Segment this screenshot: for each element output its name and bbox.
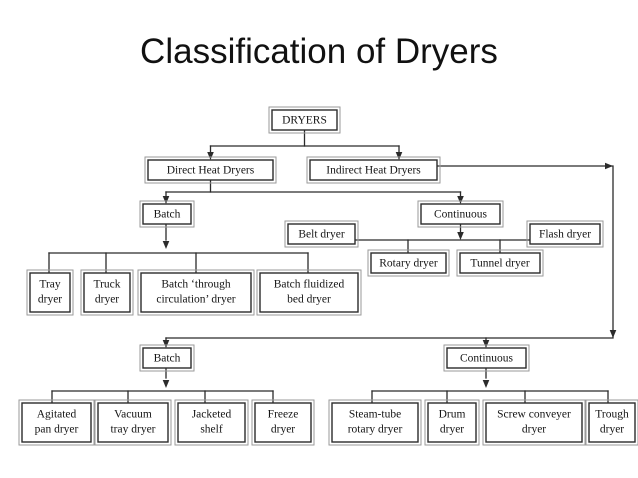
page-title: Classification of Dryers	[140, 32, 498, 71]
node-through-circulation-dryer-line1: Batch ‘through	[161, 279, 231, 291]
node-vacuum-tray-dryer[interactable]: Vacuum tray dryer	[94, 399, 172, 446]
node-indirect-continuous-label: Continuous	[460, 352, 514, 364]
node-drum-dryer-line1: Drum	[439, 409, 466, 421]
node-trough-dryer-line1: Trough	[595, 409, 629, 421]
node-jacketed-shelf-line1: Jacketed	[192, 409, 232, 421]
node-flash-dryer-label: Flash dryer	[539, 228, 591, 240]
node-indirect-batch-label: Batch	[154, 352, 181, 364]
arrowhead-direct-continuous	[457, 196, 464, 204]
node-tray-dryer[interactable]: Tray dryer	[26, 269, 74, 316]
node-fluidized-bed-dryer-line1: Batch fluidized	[274, 279, 345, 291]
arrowhead-indirect-route-corner	[605, 162, 613, 170]
node-direct-heat-dryers-label: Direct Heat Dryers	[167, 164, 255, 176]
node-tunnel-dryer-label: Tunnel dryer	[470, 257, 529, 269]
node-indirect-batch[interactable]: Batch	[139, 344, 195, 372]
node-trough-dryer-line2: dryer	[600, 424, 624, 436]
node-vacuum-tray-dryer-line1: Vacuum	[114, 409, 152, 421]
arrowhead-direct-batch	[162, 196, 170, 204]
node-through-circulation-dryer-line2: circulation’ dryer	[156, 294, 235, 306]
node-freeze-dryer-line2: dryer	[271, 424, 295, 436]
arrowhead-indirect-batch-children	[162, 380, 170, 388]
node-tunnel-dryer[interactable]: Tunnel dryer	[456, 249, 544, 277]
node-screw-conveyer-dryer-line2: dryer	[522, 424, 546, 436]
node-rotary-dryer[interactable]: Rotary dryer	[367, 249, 450, 277]
node-fluidized-bed-dryer[interactable]: Batch fluidized bed dryer	[256, 269, 362, 316]
node-freeze-dryer-line1: Freeze	[268, 409, 299, 421]
node-tray-dryer-line2: dryer	[38, 294, 62, 306]
node-screw-conveyer-dryer-line1: Screw conveyer	[497, 409, 571, 421]
node-trough-dryer[interactable]: Trough dryer	[585, 399, 638, 446]
node-jacketed-shelf[interactable]: Jacketed shelf	[174, 399, 249, 446]
node-indirect-heat-dryers[interactable]: Indirect Heat Dryers	[306, 156, 441, 184]
node-dryers-label: DRYERS	[282, 114, 327, 126]
arrowhead-direct-heat	[207, 152, 214, 160]
node-screw-conveyer-dryer[interactable]: Screw conveyer dryer	[482, 399, 586, 446]
arrowhead-indirect-heat	[395, 152, 403, 160]
node-indirect-heat-dryers-label: Indirect Heat Dryers	[326, 164, 421, 176]
node-flash-dryer[interactable]: Flash dryer	[526, 220, 604, 248]
node-drum-dryer[interactable]: Drum dryer	[424, 399, 480, 446]
node-agitated-pan-dryer[interactable]: Agitated pan dryer	[18, 399, 95, 446]
node-truck-dryer-line1: Truck	[93, 279, 120, 291]
node-dryers[interactable]: DRYERS	[268, 106, 341, 134]
node-direct-continuous-label: Continuous	[434, 208, 488, 220]
arrowhead-indirect-continuous	[482, 340, 490, 348]
connector-indirect-right-route	[165, 165, 614, 339]
node-truck-dryer-line2: dryer	[95, 294, 119, 306]
arrowhead-direct-batch-children	[162, 241, 170, 249]
arrowhead-indirect-route-down	[609, 330, 617, 338]
arrowhead-indirect-continuous-children	[482, 380, 490, 388]
node-belt-dryer[interactable]: Belt dryer	[284, 220, 359, 248]
node-freeze-dryer[interactable]: Freeze dryer	[251, 399, 315, 446]
node-truck-dryer[interactable]: Truck dryer	[80, 269, 134, 316]
node-jacketed-shelf-line2: shelf	[200, 424, 223, 436]
node-direct-batch[interactable]: Batch	[139, 200, 195, 228]
node-tray-dryer-line1: Tray	[39, 279, 61, 291]
node-fluidized-bed-dryer-line2: bed dryer	[287, 294, 331, 306]
node-agitated-pan-dryer-line2: pan dryer	[35, 424, 79, 436]
node-through-circulation-dryer[interactable]: Batch ‘through circulation’ dryer	[137, 269, 255, 316]
node-agitated-pan-dryer-line1: Agitated	[37, 409, 77, 421]
arrowhead-direct-continuous-children	[457, 232, 464, 240]
node-belt-dryer-label: Belt dryer	[298, 228, 344, 240]
node-direct-heat-dryers[interactable]: Direct Heat Dryers	[144, 156, 277, 184]
node-direct-batch-label: Batch	[154, 208, 181, 220]
node-indirect-continuous[interactable]: Continuous	[443, 344, 530, 372]
node-steam-tube-rotary-dryer-line1: Steam-tube	[349, 409, 401, 421]
node-rotary-dryer-label: Rotary dryer	[379, 257, 438, 269]
node-steam-tube-rotary-dryer-line2: rotary dryer	[348, 424, 403, 436]
node-direct-continuous[interactable]: Continuous	[417, 200, 504, 228]
node-drum-dryer-line2: dryer	[440, 424, 464, 436]
arrowhead-indirect-batch	[162, 340, 170, 348]
node-vacuum-tray-dryer-line2: tray dryer	[110, 424, 155, 436]
node-steam-tube-rotary-dryer[interactable]: Steam-tube rotary dryer	[328, 399, 422, 446]
